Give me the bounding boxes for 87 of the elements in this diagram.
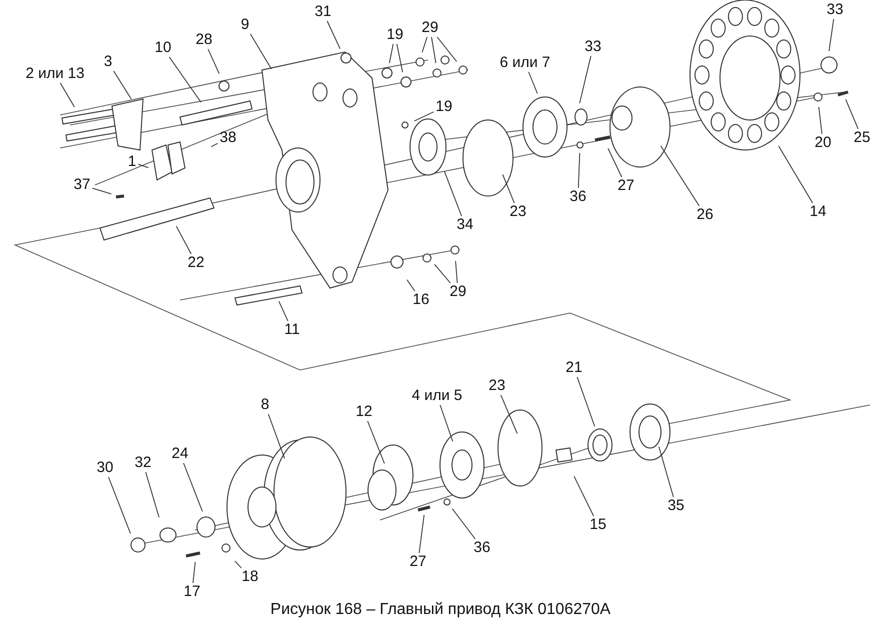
leader-line	[431, 36, 436, 64]
callout-number: 33	[826, 2, 844, 18]
leader-line	[278, 300, 288, 322]
leader-line	[444, 171, 462, 216]
callout-number: 38	[218, 130, 238, 146]
callout-number: 8	[260, 397, 270, 413]
callout-number: 11	[283, 322, 301, 338]
callout-number: 20	[814, 135, 832, 151]
leader-line	[422, 36, 428, 53]
leader-line	[434, 264, 451, 284]
callout-number: 24	[170, 446, 190, 462]
leader-line	[455, 260, 458, 284]
leader-line	[578, 152, 580, 188]
leader-line	[502, 174, 515, 204]
callout-number: 25	[852, 130, 872, 146]
callout-number: 6 или 7	[498, 55, 552, 71]
callout-number: 33	[584, 39, 602, 55]
callout-number: 3	[102, 54, 114, 70]
callout-number: 29	[420, 20, 440, 36]
callout-number: 18	[240, 569, 260, 585]
callout-number: 36	[568, 189, 588, 205]
callout-number: 34	[456, 217, 474, 233]
callout-number: 16	[412, 292, 430, 308]
callout-number: 31	[314, 4, 332, 20]
leader-line	[828, 18, 834, 52]
callout-number: 19	[386, 27, 404, 43]
callout-number: 17	[182, 584, 202, 600]
callout-number: 21	[564, 360, 584, 376]
callout-number: 27	[616, 178, 636, 194]
callout-number: 36	[472, 540, 492, 556]
callout-number: 14	[808, 204, 828, 220]
leader-line	[574, 476, 594, 516]
leader-line	[396, 44, 404, 73]
leader-line	[192, 562, 196, 584]
leader-line	[367, 420, 385, 464]
leader-line	[60, 82, 75, 108]
leader-line	[528, 72, 538, 94]
callout-number: 30	[96, 460, 114, 476]
callout-number: 28	[194, 32, 214, 48]
leader-line	[608, 148, 622, 178]
leader-line	[92, 188, 112, 194]
leader-line	[660, 145, 700, 206]
leader-line	[436, 36, 458, 62]
leader-line	[138, 164, 149, 168]
leader-line	[658, 446, 674, 498]
callout-number: 12	[354, 404, 374, 420]
callout-number: 2 или 13	[24, 66, 86, 82]
leader-line	[208, 48, 220, 74]
leader-line	[113, 70, 132, 100]
leader-line	[418, 514, 425, 554]
callout-number: 23	[488, 378, 506, 394]
leader-line	[500, 394, 518, 434]
leader-line	[576, 376, 596, 427]
leader-line	[452, 508, 476, 540]
leader-line	[845, 99, 859, 130]
leader-line	[579, 56, 592, 104]
callout-number: 19	[434, 99, 454, 115]
leader-line	[183, 462, 203, 512]
callout-number: 1	[126, 154, 138, 170]
callout-number: 23	[508, 204, 528, 220]
leader-line	[778, 146, 814, 204]
leader-line	[440, 404, 454, 442]
callout-number: 37	[72, 177, 92, 193]
callout-number: 10	[154, 40, 172, 56]
leader-line	[818, 106, 822, 134]
leader-line	[414, 111, 434, 122]
leader-line	[326, 20, 340, 50]
leader-line	[406, 279, 416, 292]
leader-line	[168, 56, 202, 103]
callout-number: 29	[448, 284, 468, 300]
leader-line	[234, 560, 242, 568]
leader-line	[250, 34, 272, 70]
leader-line	[145, 472, 160, 518]
leader-line	[210, 142, 218, 148]
leader-line	[268, 414, 286, 459]
leader-line	[176, 226, 192, 254]
callout-number: 27	[408, 554, 428, 570]
callout-number: 35	[666, 498, 686, 514]
callout-number: 4 или 5	[410, 388, 464, 404]
callout-number: 9	[240, 17, 250, 33]
callout-number: 26	[696, 207, 714, 223]
figure-caption: Рисунок 168 – Главный привод КЗК 0106270А	[270, 601, 611, 619]
callout-number: 22	[186, 255, 206, 271]
callout-number: 15	[588, 517, 608, 533]
callout-number: 32	[134, 455, 152, 471]
leader-line	[388, 44, 394, 64]
leader-line	[108, 476, 131, 534]
